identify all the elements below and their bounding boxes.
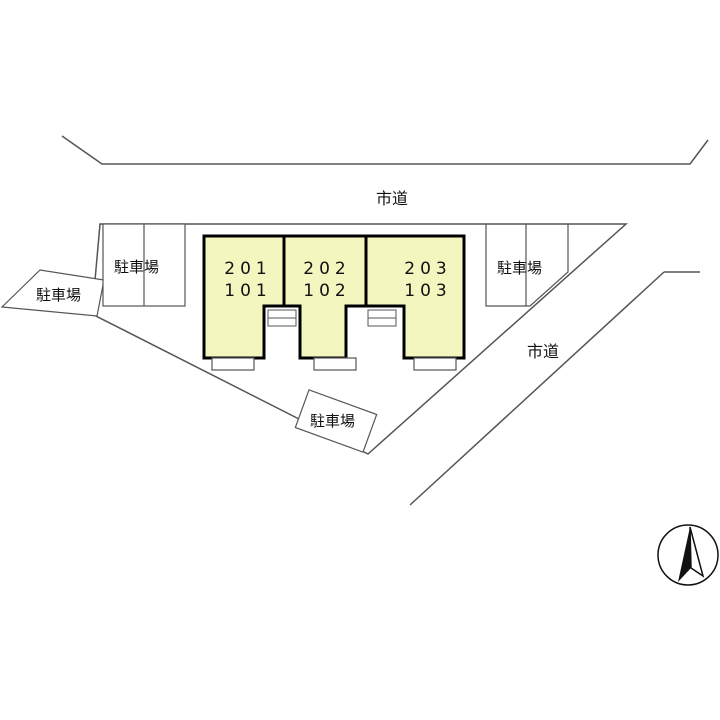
parking-label-west-small: 駐車場 (36, 286, 82, 304)
east-road-label: 市道 (527, 342, 560, 361)
parking-south (294, 389, 378, 453)
unit-1-upper-number: 201 (224, 259, 272, 279)
parking-label-north-east: 駐車場 (497, 259, 543, 277)
parking-label-south: 駐車場 (310, 412, 356, 430)
unit-3-footprint (364, 234, 466, 360)
north-road-label: 市道 (376, 189, 409, 208)
parking-label-north-west: 駐車場 (114, 258, 160, 276)
unit-2-upper-number: 202 (303, 259, 351, 279)
unit-3-lower-number: 103 (404, 281, 452, 301)
unit-1-lower-number: 101 (224, 281, 272, 301)
parking-north-east (485, 224, 569, 307)
parking-north-west (102, 223, 186, 307)
north-road-edge (61, 135, 709, 165)
unit-2-lower-number: 102 (303, 281, 351, 301)
unit-3-upper-number: 203 (404, 259, 452, 279)
east-road-edge-outer (409, 271, 665, 506)
apartment-building (202, 234, 466, 371)
north-arrow-icon (657, 524, 719, 586)
